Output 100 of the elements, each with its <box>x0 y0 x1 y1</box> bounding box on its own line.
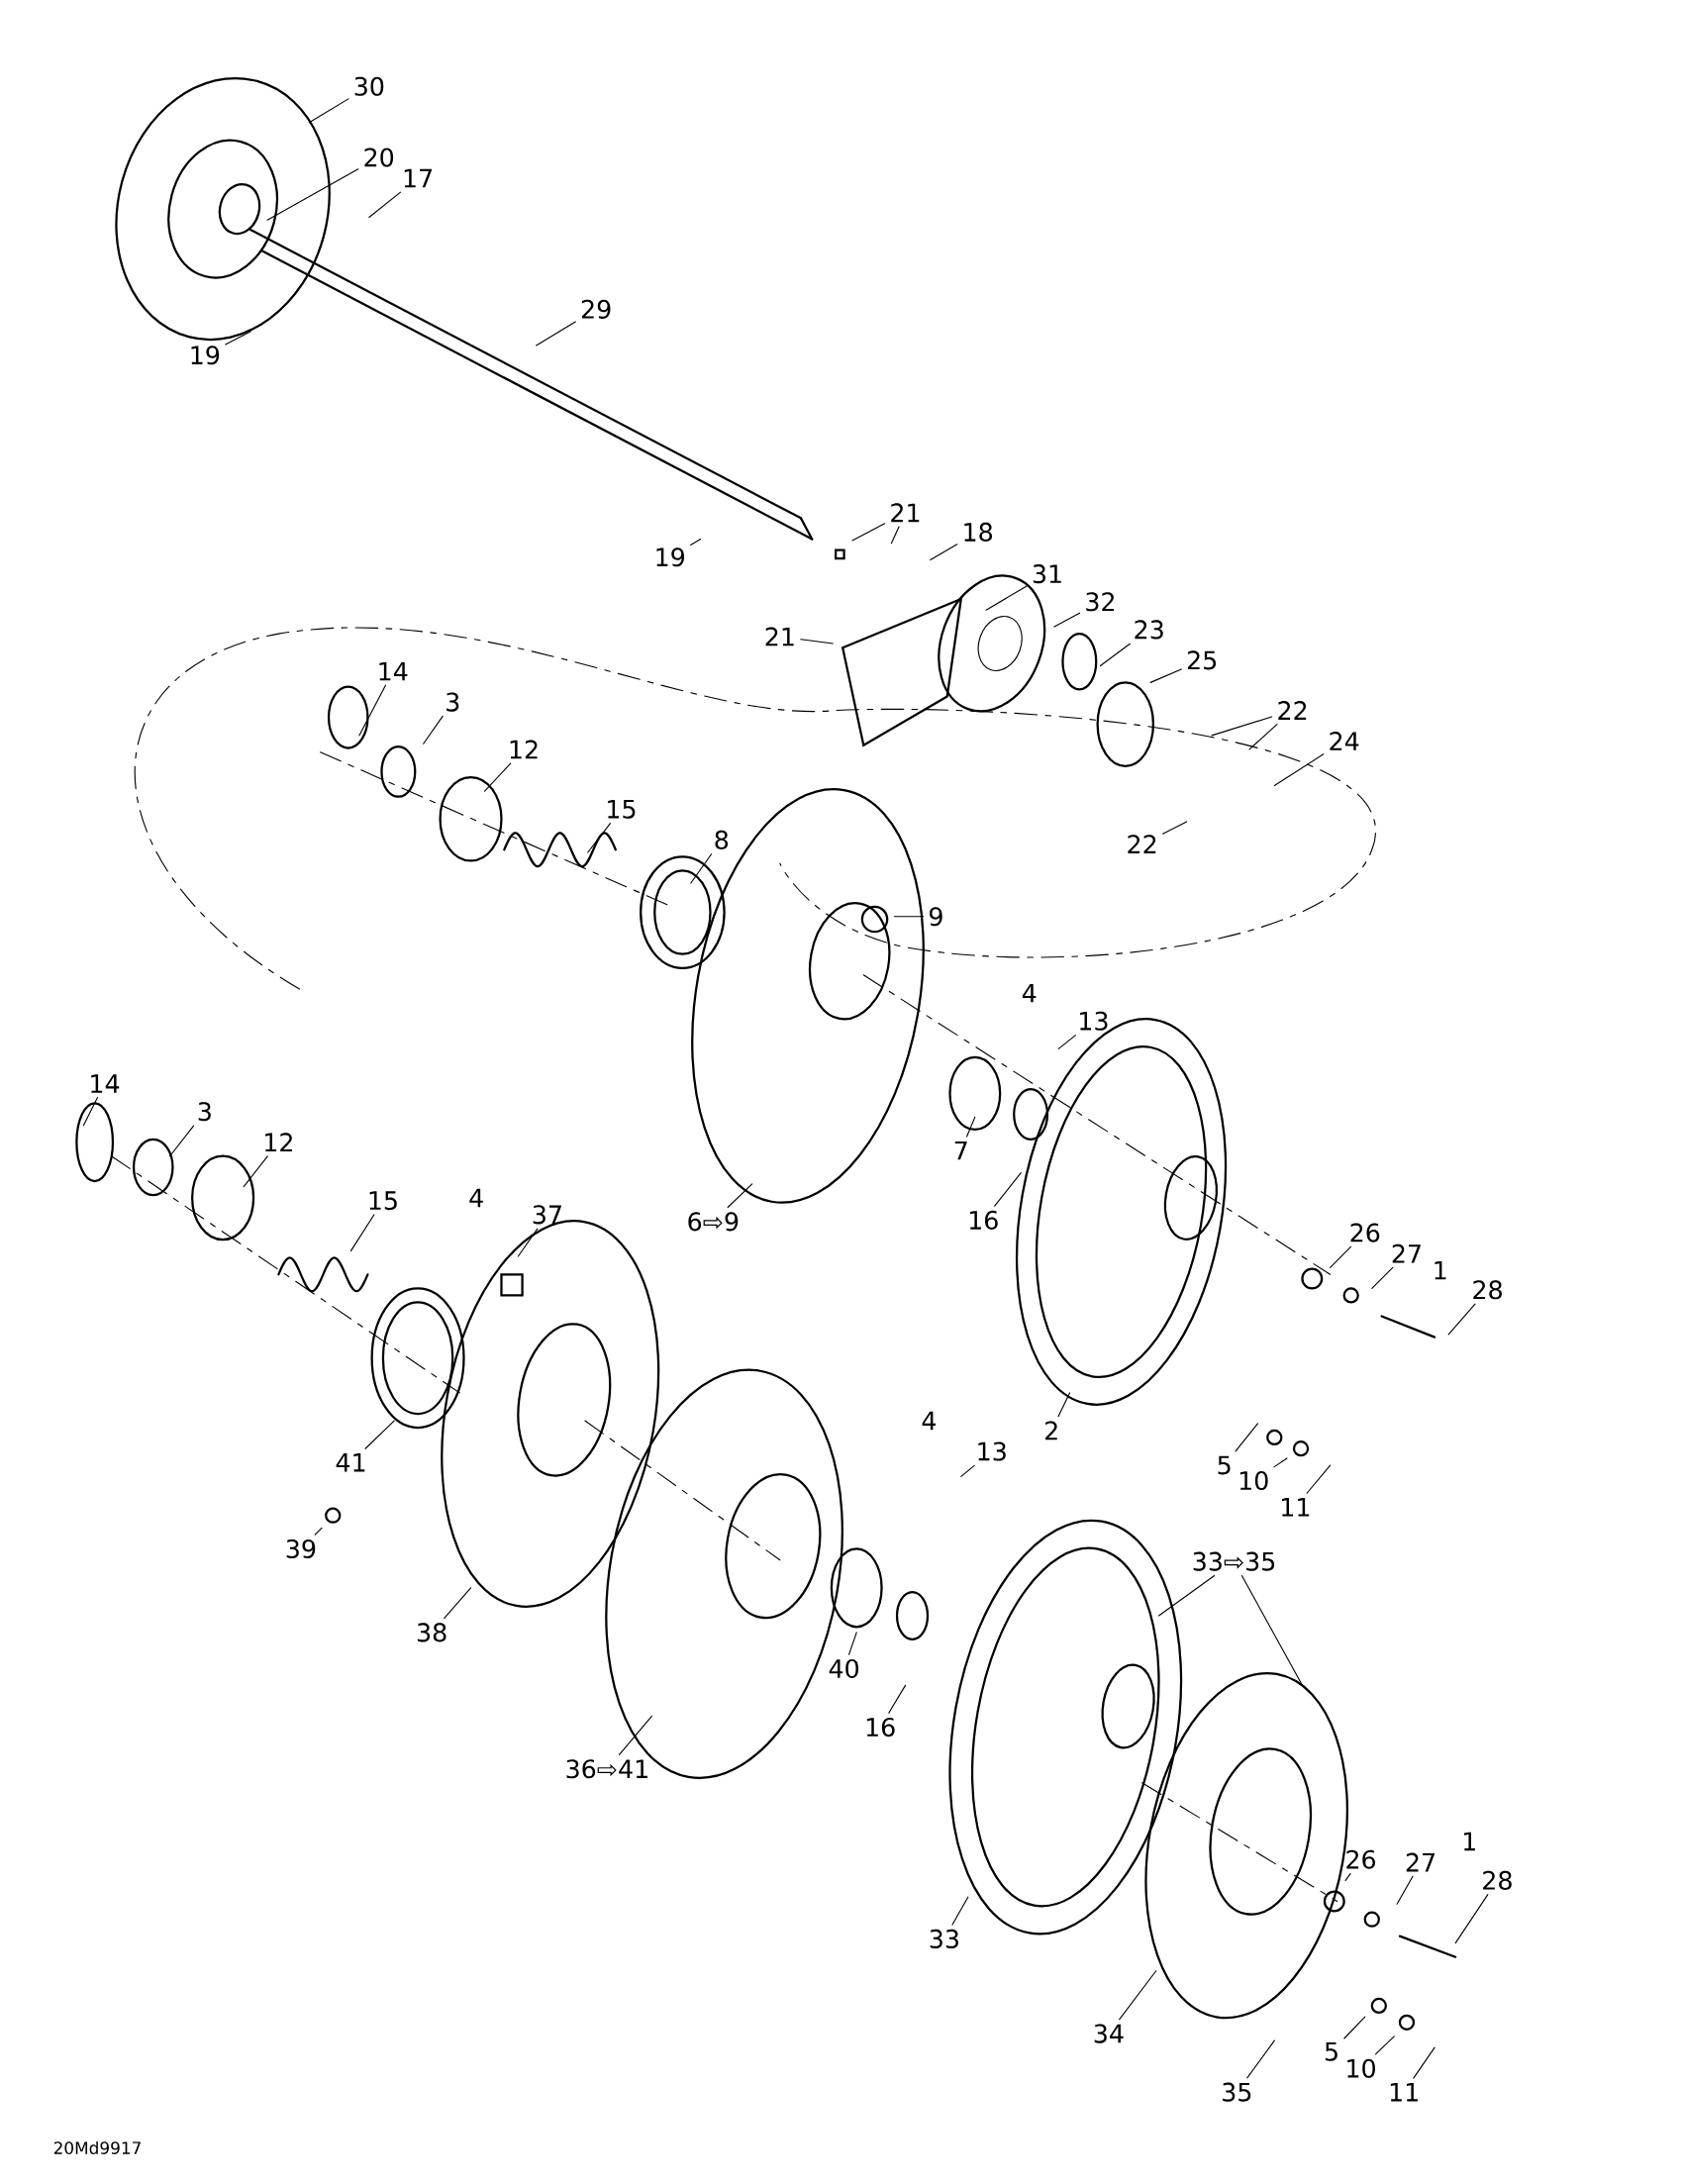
callout-number: 4 <box>1023 983 1037 1003</box>
callout-number: 27 <box>1407 1852 1436 1872</box>
callout-number: 22 <box>1128 835 1156 853</box>
leader-line <box>800 639 835 645</box>
callout-number: 14 <box>91 1074 120 1093</box>
leader-line <box>1248 724 1278 750</box>
callout-number: 27 <box>1392 1243 1422 1263</box>
leader-line <box>1306 1464 1332 1494</box>
callout-number: 40 <box>829 1658 859 1679</box>
leader-line <box>1057 1035 1077 1049</box>
callout-number: 15 <box>608 800 636 819</box>
leader-line <box>1273 1457 1288 1468</box>
callout-number: 19 <box>191 346 220 365</box>
callout-number: 3 <box>446 692 459 712</box>
callout-number: 16 <box>970 1210 999 1230</box>
callout-number: 11 <box>1282 1498 1310 1517</box>
callout-number: 16 <box>867 1718 895 1737</box>
leader-line <box>266 168 359 221</box>
leader-line <box>690 853 713 884</box>
drawing-code: 20Md9917 <box>54 2140 142 2154</box>
callout-number: 4 <box>922 1411 937 1431</box>
leader-line <box>309 98 349 124</box>
callout-number: 20 <box>364 148 394 167</box>
callout-number: 17 <box>405 168 433 188</box>
callout-number: 28 <box>1473 1280 1503 1300</box>
leader-line <box>364 1420 395 1449</box>
callout-number: 30 <box>354 76 384 96</box>
leader-line <box>1119 1970 1157 2021</box>
leader-line <box>536 321 577 347</box>
leader-line <box>243 1155 269 1188</box>
callout-number: 12 <box>510 740 538 759</box>
leader-line <box>1330 1245 1352 1268</box>
leader-line <box>169 1125 195 1157</box>
leader-line <box>1241 1574 1304 1686</box>
leader-line <box>368 191 402 219</box>
callout-number: 36⇨41 <box>566 1759 648 1779</box>
leader-line <box>994 1172 1023 1207</box>
leader-line <box>225 331 252 346</box>
callout-number: 8 <box>715 830 729 849</box>
callout-number: 10 <box>1347 2058 1376 2078</box>
leader-line <box>888 1684 907 1714</box>
leader-line <box>1413 2046 1436 2079</box>
callout-number: 13 <box>978 1441 1007 1461</box>
leader-line <box>727 1183 753 1209</box>
leader-line <box>358 684 387 737</box>
leader-line <box>1344 1873 1351 1881</box>
leader-line <box>1375 2035 1396 2055</box>
callout-number: 9 <box>930 907 942 927</box>
callout-number: 24 <box>1330 732 1359 750</box>
callout-number: 6⇨9 <box>688 1212 739 1232</box>
callout-number: 21 <box>765 627 794 646</box>
callout-number: 21 <box>891 503 920 523</box>
leader-line <box>83 1097 99 1127</box>
callout-number: 35 <box>1223 2082 1251 2102</box>
leader-line <box>619 1715 653 1755</box>
leader-line <box>1235 1423 1259 1452</box>
callout-number: 37 <box>534 1205 562 1225</box>
callout-number: 1 <box>1464 1832 1476 1851</box>
leader-line <box>587 823 612 853</box>
leader-line <box>985 585 1028 611</box>
callout-number: 7 <box>955 1141 967 1160</box>
leader-line <box>893 916 925 918</box>
leader-line <box>1211 716 1273 737</box>
callout-number: 33⇨35 <box>1193 1551 1275 1571</box>
leader-line <box>1162 821 1188 835</box>
leader-line <box>314 1527 323 1536</box>
callout-number: 11 <box>1391 2082 1419 2102</box>
leader-line <box>444 1587 472 1620</box>
callout-number: 32 <box>1086 592 1115 612</box>
callout-number: 2 <box>1045 1421 1057 1440</box>
callout-number: 26 <box>1350 1223 1380 1242</box>
callout-number: 12 <box>265 1133 293 1152</box>
leader-line <box>1246 2039 1276 2079</box>
leader-line <box>1396 1875 1414 1905</box>
callout-number: 33 <box>930 1929 959 1948</box>
leader-line <box>484 762 512 792</box>
callout-number: 15 <box>369 1191 398 1211</box>
leader-line <box>848 1632 858 1655</box>
callout-number: 26 <box>1346 1849 1376 1869</box>
leader-line <box>1274 753 1325 787</box>
callout-number: 41 <box>336 1453 365 1472</box>
leader-line <box>1149 668 1183 683</box>
callout-number: 13 <box>1080 1011 1108 1031</box>
leader-line <box>1057 1392 1071 1418</box>
leader-line <box>1454 1894 1489 1944</box>
leader-line <box>1053 612 1081 628</box>
leader-line <box>518 1228 539 1257</box>
leader-line <box>1158 1574 1216 1617</box>
callout-number: 18 <box>964 522 993 542</box>
callout-number: 5 <box>1326 2041 1338 2061</box>
callout-number: 14 <box>379 661 408 681</box>
callout-number: 10 <box>1240 1470 1268 1491</box>
leader-line <box>1447 1303 1476 1336</box>
leader-line <box>960 1464 975 1477</box>
callout-number: 38 <box>418 1623 446 1642</box>
callout-number: 4 <box>469 1188 484 1208</box>
leader-line <box>851 523 886 542</box>
leader-line <box>951 1896 969 1926</box>
callout-number: 39 <box>286 1539 316 1559</box>
leader-line <box>891 526 900 545</box>
